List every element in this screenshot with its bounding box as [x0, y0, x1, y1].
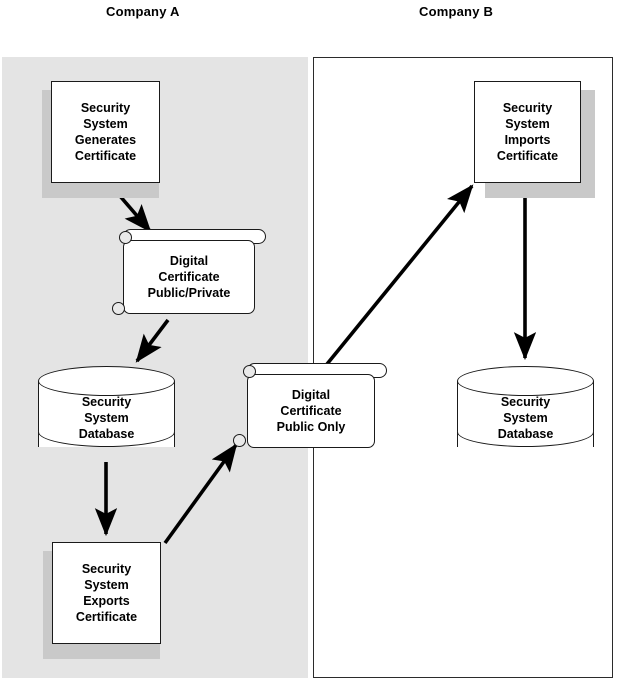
document-curl-bottom-left	[233, 434, 246, 447]
document-body[interactable]: Digital Certificate Public/Private	[123, 240, 255, 314]
document-curl-top-left	[243, 365, 256, 378]
node-label: Digital Certificate Public/Private	[147, 254, 231, 300]
column-header-company-b: Company B	[419, 4, 494, 19]
node-security-system-database-a[interactable]: Security System Database	[38, 366, 175, 462]
node-box[interactable]: Security System Imports Certificate	[474, 81, 581, 183]
node-box[interactable]: Security System Generates Certificate	[51, 81, 160, 183]
node-label: Security System Exports Certificate	[75, 562, 138, 624]
cylinder-top-cap	[457, 366, 594, 396]
node-label: Digital Certificate Public Only	[276, 388, 346, 434]
column-header-company-a: Company A	[106, 4, 180, 19]
document-curl-top-left	[119, 231, 132, 244]
node-label: Security System Generates Certificate	[74, 101, 137, 163]
node-label: Security System Imports Certificate	[496, 101, 559, 163]
node-label: Security System Database	[78, 395, 135, 441]
document-curl-bottom-left	[112, 302, 125, 315]
cylinder-top-cap	[38, 366, 175, 396]
node-box[interactable]: Security System Exports Certificate	[52, 542, 161, 644]
node-label: Security System Database	[497, 395, 554, 441]
node-security-system-database-b[interactable]: Security System Database	[457, 366, 594, 462]
document-body[interactable]: Digital Certificate Public Only	[247, 374, 375, 448]
